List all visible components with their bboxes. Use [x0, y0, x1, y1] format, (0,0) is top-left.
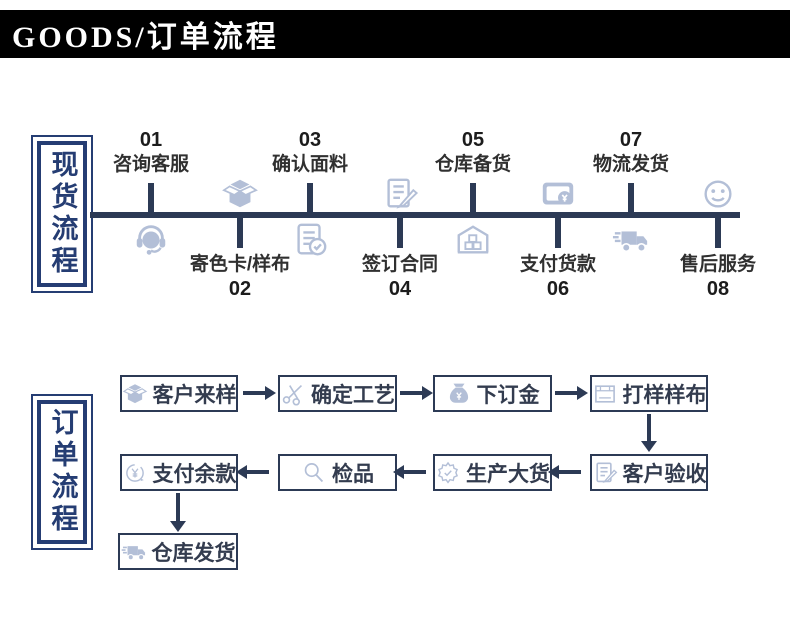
document-pen-icon	[381, 175, 419, 213]
step-label: 寄色卡/样布	[189, 254, 291, 275]
step-number: 04	[388, 278, 412, 300]
flow-box-label: 客户验收	[622, 462, 707, 486]
step-label: 售后服务	[679, 254, 756, 275]
flow-box-label: 打样样布	[622, 383, 707, 407]
arrow-right-icon	[243, 386, 276, 400]
flow-box-label: 客户来样	[152, 383, 237, 407]
timeline-step-04-label: 签订合同 04	[325, 252, 475, 301]
headset-icon	[132, 221, 170, 259]
timeline-tick	[307, 183, 313, 212]
step-label: 确认面料	[271, 154, 348, 175]
flow-box-label: 支付余款	[152, 462, 237, 486]
document-pen-icon	[592, 460, 618, 486]
warehouse-icon	[454, 221, 492, 259]
step-label: 物流发货	[592, 154, 669, 175]
smiley-icon	[699, 175, 737, 213]
arrow-left-icon	[548, 465, 581, 479]
timeline-tick	[628, 183, 634, 212]
arrow-left-icon	[236, 465, 269, 479]
flow-box-label: 下订金	[476, 383, 540, 407]
step-number: 08	[706, 278, 730, 300]
scissors-icon	[280, 381, 306, 407]
flow-box-label: 仓库发货	[151, 541, 236, 565]
flow-box-label: 检品	[332, 462, 374, 486]
flow-box-label: 生产大货	[466, 462, 550, 486]
timeline-tick	[555, 218, 561, 248]
step-label: 仓库备货	[434, 154, 511, 175]
magnifier-icon	[301, 460, 327, 486]
truck-icon	[612, 221, 650, 259]
step-label: 支付货款	[519, 254, 596, 275]
step-number: 02	[228, 278, 252, 300]
open-box-icon	[122, 381, 148, 407]
arrow-down-icon	[170, 493, 186, 532]
stock-sidebar-title: 现货流程	[47, 150, 78, 278]
timeline-step-03-label: 03 确认面料	[235, 128, 385, 177]
flow-box-inspection: 检品	[278, 454, 397, 491]
flow-box-sample-fabric: 打样样布	[590, 375, 708, 412]
timeline-step-02-label: 寄色卡/样布 02	[165, 252, 315, 301]
timeline-tick	[715, 218, 721, 248]
header-bar: GOODS/订单流程	[0, 10, 790, 58]
flow-box-bulk-production: 生产大货	[433, 454, 552, 491]
yen-refund-icon	[122, 460, 148, 486]
step-number: 03	[298, 129, 322, 151]
flow-box-pay-balance: 支付余款	[120, 454, 238, 491]
gear-check-icon	[435, 460, 461, 486]
stock-process-sidebar: 现货流程	[31, 135, 93, 293]
timeline-step-07-label: 07 物流发货	[556, 128, 706, 177]
timeline-step-05-label: 05 仓库备货	[398, 128, 548, 177]
card-payment-icon	[539, 175, 577, 213]
timeline-tick	[148, 183, 154, 212]
arrow-right-icon	[555, 386, 588, 400]
order-sidebar-inner-frame: 订单流程	[37, 400, 87, 544]
step-number: 05	[461, 129, 485, 151]
arrow-down-icon	[641, 414, 657, 452]
order-process-sidebar: 订单流程	[31, 394, 93, 550]
truck-icon	[121, 539, 147, 565]
step-label: 咨询客服	[112, 154, 189, 175]
arrow-right-icon	[400, 386, 433, 400]
order-sidebar-title: 订单流程	[47, 408, 78, 536]
checklist-icon	[291, 221, 329, 259]
step-number: 07	[619, 129, 643, 151]
flow-box-warehouse-shipping: 仓库发货	[118, 533, 238, 570]
page-title: GOODS/订单流程	[12, 21, 279, 54]
timeline-tick	[397, 218, 403, 248]
timeline-step-08-label: 售后服务 08	[643, 252, 790, 301]
money-bag-icon	[446, 381, 472, 407]
timeline-tick	[470, 183, 476, 212]
flow-box-deposit: 下订金	[433, 375, 552, 412]
step-label: 签订合同	[361, 254, 438, 275]
arrow-left-icon	[393, 465, 426, 479]
timeline-tick	[237, 218, 243, 248]
step-number: 06	[546, 278, 570, 300]
flow-box-customer-sample: 客户来样	[120, 375, 238, 412]
timeline-line	[90, 212, 740, 218]
open-box-icon	[221, 175, 259, 213]
flow-box-confirm-craft: 确定工艺	[278, 375, 397, 412]
flow-box-customer-acceptance: 客户验收	[590, 454, 708, 491]
timeline-step-01-label: 01 咨询客服	[76, 128, 226, 177]
step-number: 01	[139, 129, 163, 151]
stock-sidebar-inner-frame: 现货流程	[37, 141, 87, 287]
timeline-step-06-label: 支付货款 06	[483, 252, 633, 301]
flow-box-label: 确定工艺	[311, 383, 395, 407]
fabric-swatch-icon	[592, 381, 618, 407]
